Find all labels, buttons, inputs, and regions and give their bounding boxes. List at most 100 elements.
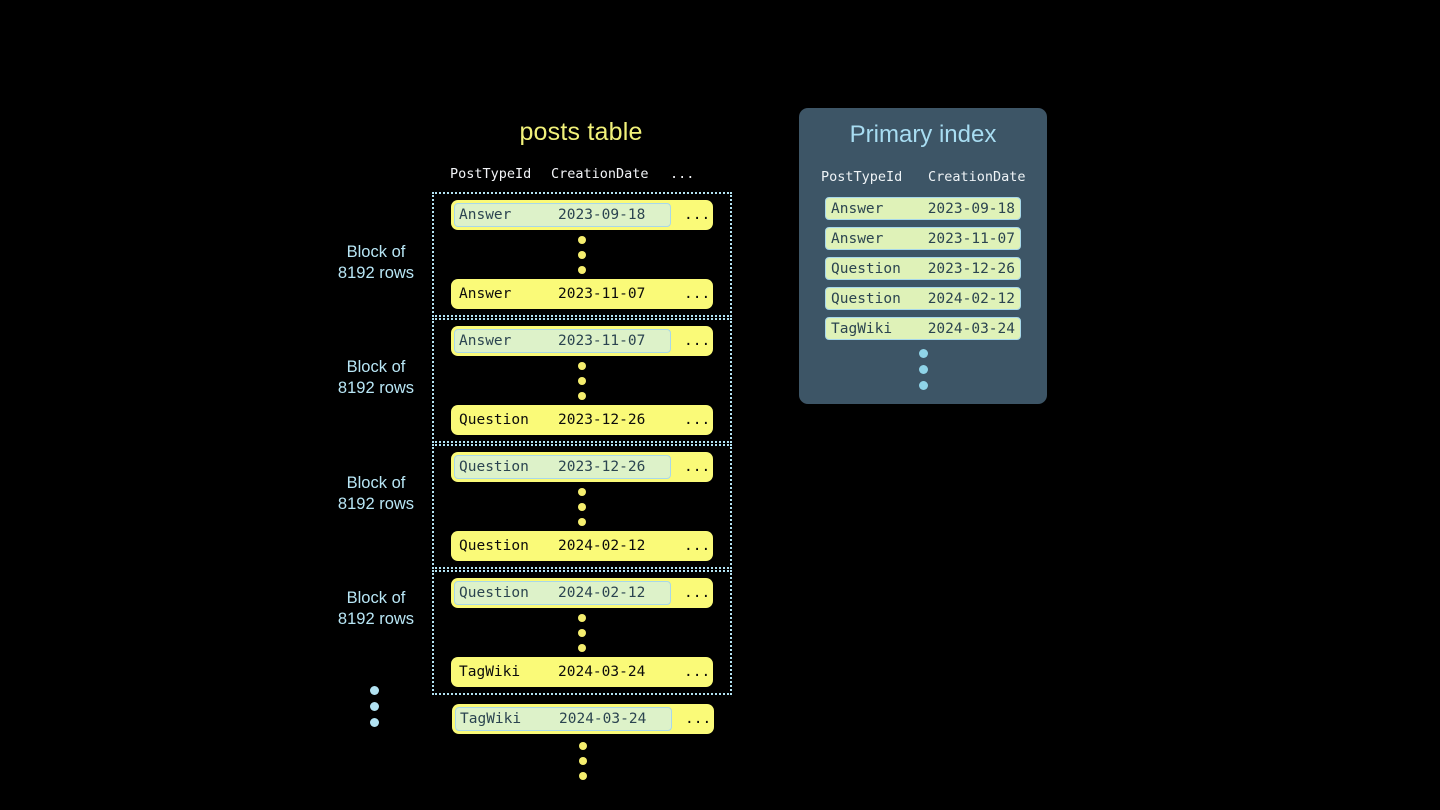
index-row[interactable]: TagWiki 2024-03-24 bbox=[825, 317, 1021, 340]
table-row[interactable]: TagWiki 2024-03-24 ... bbox=[451, 657, 713, 687]
cell-creationdate: 2023-12-26 bbox=[558, 412, 646, 428]
gutter-vertical-ellipsis bbox=[370, 686, 379, 727]
cell-creationdate: 2023-09-18 bbox=[927, 200, 1015, 217]
index-row[interactable]: Question 2023-12-26 bbox=[825, 257, 1021, 280]
ellipsis-dot bbox=[918, 381, 928, 390]
block-label-line1: Block of bbox=[346, 589, 406, 607]
ellipsis-dot bbox=[578, 628, 586, 637]
index-row[interactable]: Answer 2023-09-18 bbox=[825, 197, 1021, 220]
cell-more: ... bbox=[684, 333, 711, 349]
row-cells: Answer 2023-11-07 bbox=[454, 282, 671, 306]
row-highlight-box: Answer 2023-11-07 bbox=[454, 329, 671, 353]
ellipsis-dot bbox=[578, 517, 586, 526]
cell-posttypeid: Question bbox=[459, 585, 529, 601]
block-label-3: Block of 8192 rows bbox=[306, 473, 446, 515]
cell-posttypeid: Answer bbox=[459, 286, 512, 302]
ellipsis-dot bbox=[578, 643, 586, 652]
block-label-line2: 8192 rows bbox=[337, 379, 415, 397]
block-label-1: Block of 8192 rows bbox=[306, 242, 446, 284]
row-highlight-box: Question 2024-02-12 bbox=[454, 581, 671, 605]
block-label-line1: Block of bbox=[346, 358, 406, 376]
cell-posttypeid: Answer bbox=[831, 200, 884, 217]
cell-posttypeid: Answer bbox=[459, 333, 512, 349]
cell-more: ... bbox=[684, 459, 711, 475]
ellipsis-dot bbox=[578, 265, 586, 274]
table-row[interactable]: Answer 2023-11-07 ... bbox=[451, 279, 713, 309]
row-highlight-box: TagWiki 2024-03-24 bbox=[455, 707, 672, 731]
index-row[interactable]: Answer 2023-11-07 bbox=[825, 227, 1021, 250]
table-row[interactable]: Question 2023-12-26 ... bbox=[451, 452, 713, 482]
block-label-4: Block of 8192 rows bbox=[306, 588, 446, 630]
posts-table-title: posts table bbox=[519, 118, 643, 146]
cell-creationdate: 2024-03-24 bbox=[559, 711, 647, 727]
cell-creationdate: 2024-02-12 bbox=[558, 585, 646, 601]
cell-creationdate: 2023-12-26 bbox=[558, 459, 646, 475]
table-row[interactable]: Answer 2023-09-18 ... bbox=[451, 200, 713, 230]
cell-posttypeid: TagWiki bbox=[460, 711, 522, 727]
cell-posttypeid: TagWiki bbox=[831, 320, 893, 337]
primary-index-column-headers: PostTypeId CreationDate bbox=[799, 169, 1047, 185]
ellipsis-dot bbox=[578, 391, 586, 400]
index-row[interactable]: Question 2024-02-12 bbox=[825, 287, 1021, 310]
ellipsis-dot bbox=[918, 349, 928, 358]
cell-more: ... bbox=[685, 711, 712, 727]
cell-creationdate: 2024-03-24 bbox=[927, 320, 1015, 337]
column-header-more: ... bbox=[670, 165, 695, 182]
index-vertical-ellipsis bbox=[799, 349, 1047, 390]
block-4: Question 2024-02-12 ... TagWiki 2024-03-… bbox=[432, 570, 732, 695]
cell-more: ... bbox=[684, 664, 711, 680]
ellipsis-dot bbox=[578, 502, 586, 511]
row-highlight-box: Question 2023-12-26 bbox=[454, 455, 671, 479]
cell-creationdate: 2023-12-26 bbox=[927, 260, 1015, 277]
table-row[interactable]: Question 2024-02-12 ... bbox=[451, 531, 713, 561]
table-row[interactable]: Question 2023-12-26 ... bbox=[451, 405, 713, 435]
cell-posttypeid: Answer bbox=[459, 207, 512, 223]
rows-vertical-ellipsis bbox=[434, 356, 730, 405]
block-2: Answer 2023-11-07 ... Question 2023-12-2… bbox=[432, 318, 732, 443]
cell-creationdate: 2023-09-18 bbox=[558, 207, 646, 223]
table-row-tail[interactable]: TagWiki 2024-03-24 ... bbox=[452, 704, 714, 734]
column-header-posttypeid: PostTypeId bbox=[821, 169, 903, 185]
block-1: Answer 2023-09-18 ... Answer 2023-11-07 … bbox=[432, 192, 732, 317]
row-cells: Question 2024-02-12 bbox=[454, 534, 671, 558]
ellipsis-dot bbox=[579, 771, 587, 780]
cell-posttypeid: Question bbox=[459, 459, 529, 475]
cell-more: ... bbox=[684, 412, 711, 428]
rows-vertical-ellipsis bbox=[434, 482, 730, 531]
block-label-line2: 8192 rows bbox=[337, 495, 415, 513]
table-row[interactable]: Answer 2023-11-07 ... bbox=[451, 326, 713, 356]
block-label-line2: 8192 rows bbox=[337, 610, 415, 628]
ellipsis-dot bbox=[579, 741, 587, 750]
cell-posttypeid: Answer bbox=[831, 230, 884, 247]
row-cells: Question 2023-12-26 bbox=[454, 408, 671, 432]
row-cells: TagWiki 2024-03-24 bbox=[454, 660, 671, 684]
cell-more: ... bbox=[684, 207, 711, 223]
ellipsis-dot bbox=[578, 235, 586, 244]
cell-posttypeid: Question bbox=[459, 412, 529, 428]
column-header-creationdate: CreationDate bbox=[551, 165, 649, 182]
ellipsis-dot bbox=[918, 365, 928, 374]
column-header-posttypeid: PostTypeId bbox=[450, 165, 532, 182]
ellipsis-dot bbox=[370, 702, 379, 711]
cell-creationdate: 2023-11-07 bbox=[558, 286, 646, 302]
ellipsis-dot bbox=[578, 361, 586, 370]
cell-creationdate: 2023-11-07 bbox=[927, 230, 1015, 247]
cell-posttypeid: Question bbox=[459, 538, 529, 554]
cell-creationdate: 2024-03-24 bbox=[558, 664, 646, 680]
cell-creationdate: 2023-11-07 bbox=[558, 333, 646, 349]
block-3: Question 2023-12-26 ... Question 2024-02… bbox=[432, 444, 732, 569]
posts-table-column-headers: PostTypeId CreationDate ... bbox=[432, 165, 734, 182]
ellipsis-dot bbox=[370, 686, 379, 695]
cell-posttypeid: TagWiki bbox=[459, 664, 521, 680]
cell-creationdate: 2024-02-12 bbox=[927, 290, 1015, 307]
column-header-creationdate: CreationDate bbox=[928, 169, 1026, 185]
block-label-2: Block of 8192 rows bbox=[306, 357, 446, 399]
block-label-line2: 8192 rows bbox=[337, 264, 415, 282]
cell-posttypeid: Question bbox=[831, 260, 901, 277]
rows-vertical-ellipsis bbox=[434, 608, 730, 657]
table-tail-ellipsis bbox=[432, 736, 734, 785]
primary-index-panel: Primary index PostTypeId CreationDate An… bbox=[799, 108, 1047, 404]
posts-table-diagram: posts table PostTypeId CreationDate ... … bbox=[432, 120, 734, 785]
cell-posttypeid: Question bbox=[831, 290, 901, 307]
table-row[interactable]: Question 2024-02-12 ... bbox=[451, 578, 713, 608]
